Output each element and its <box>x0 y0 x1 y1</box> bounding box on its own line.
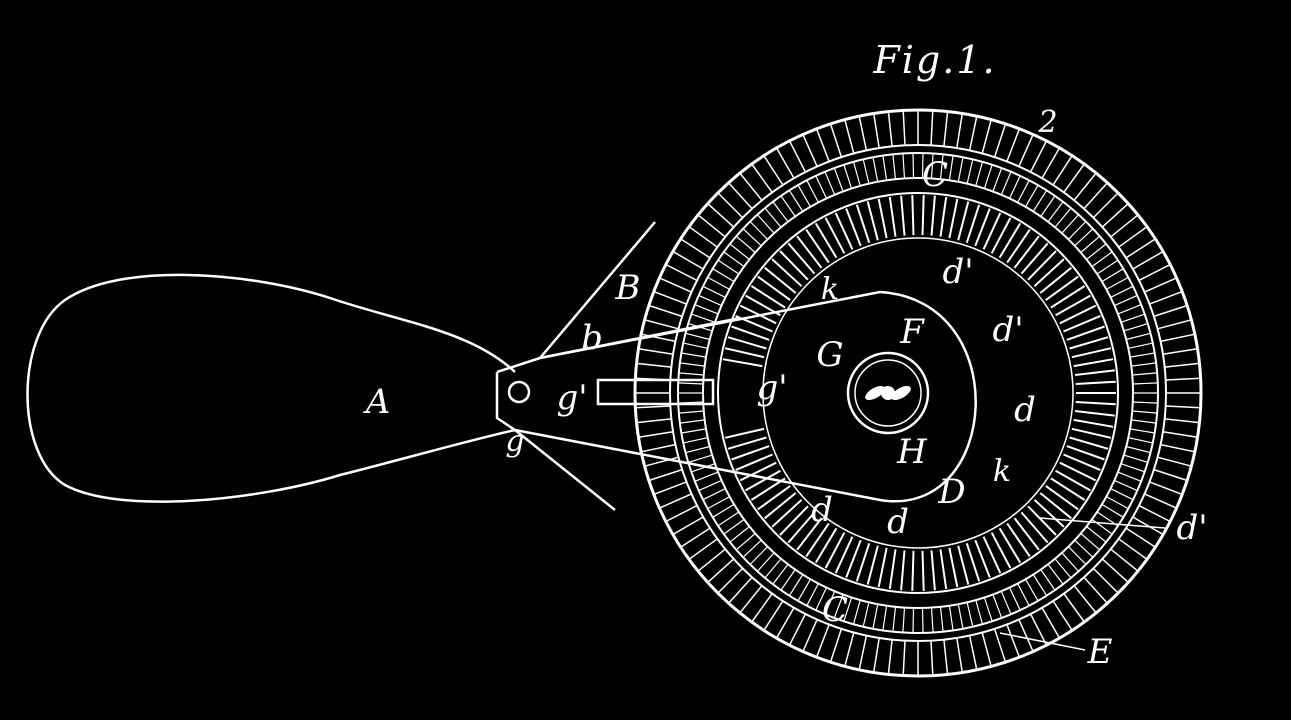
label-d-bottom-1: d <box>811 490 833 530</box>
label-C-bottom: C <box>821 590 849 630</box>
figure-title: Fig.1. <box>873 38 997 82</box>
toothed-ring-outer <box>717 192 1119 594</box>
label-g-prime-left: g' <box>556 378 588 418</box>
wing-nut <box>865 386 911 400</box>
handle-ferrule <box>495 356 541 432</box>
label-g-prime-mid: g' <box>756 368 788 408</box>
label-d-bottom-2: d <box>887 502 909 542</box>
outer-scale-ticks <box>635 110 1201 676</box>
label-b: b <box>581 318 603 358</box>
label-B: B <box>615 268 641 308</box>
toothed-ring-inner <box>762 237 1074 549</box>
label-A: A <box>365 382 391 422</box>
label-d-right: d <box>1014 390 1036 430</box>
label-d-prime-outer: d' <box>1176 508 1208 548</box>
label-H: H <box>897 432 927 472</box>
toothed-ring <box>722 195 1116 591</box>
label-d-prime-right: d' <box>992 310 1024 350</box>
label-C-top: C <box>921 155 949 195</box>
label-G: G <box>816 335 844 375</box>
label-F: F <box>900 312 924 352</box>
label-d-prime-top: d' <box>942 252 974 292</box>
plate-b-outline <box>514 221 656 511</box>
handle-outline <box>26 273 516 503</box>
slot <box>596 378 715 406</box>
label-g: g <box>505 424 525 459</box>
label-E: E <box>1087 632 1113 672</box>
label-2: 2 <box>1038 105 1058 140</box>
hub-disc <box>846 351 930 435</box>
hub-boss <box>854 359 922 427</box>
leader-E <box>999 632 1086 651</box>
middle-scale-ticks <box>678 153 1158 633</box>
label-k-lower: k <box>992 454 1012 489</box>
pivot-hole <box>507 380 531 404</box>
label-k-upper: k <box>820 272 840 307</box>
pointer-arm <box>514 290 977 503</box>
label-D: D <box>938 472 966 512</box>
leader-d-prime <box>1039 517 1166 529</box>
